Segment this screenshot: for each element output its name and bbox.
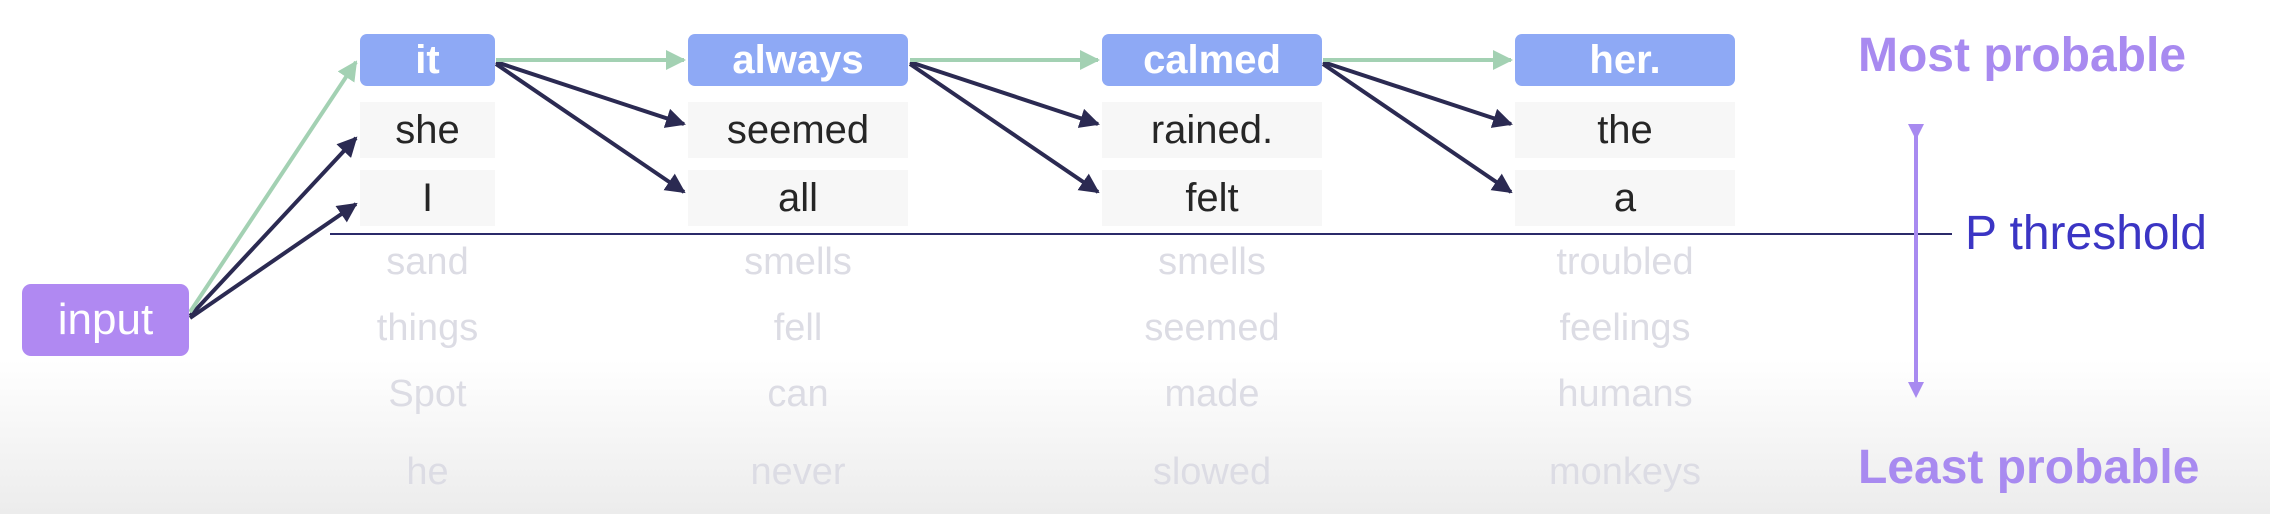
arrow-calmed-to-the	[1322, 60, 1513, 128]
arrow-input-to-I	[188, 202, 358, 320]
arrow-always-to-rained	[909, 60, 1100, 128]
candidate-token: all	[688, 170, 908, 226]
most-probable-label: Most probable	[1858, 29, 2187, 82]
arrow-it-to-all	[494, 62, 686, 194]
pruned-token: he	[406, 450, 449, 493]
column-1: it she I sand things Spot he	[360, 0, 495, 514]
candidate-token: seemed	[688, 102, 908, 158]
pruned-token: slowed	[1152, 450, 1272, 493]
candidate-token: the	[1515, 102, 1735, 158]
pruned-token: smells	[1158, 240, 1266, 283]
pruned-token: fell	[773, 306, 823, 349]
column-4: her. the a troubled feelings humans monk…	[1515, 0, 1735, 514]
column-3: calmed rained. felt smells seemed made s…	[1102, 0, 1322, 514]
column-2: always seemed all smells fell can never	[688, 0, 908, 514]
pruned-token: monkeys	[1548, 450, 1702, 493]
candidate-token: she	[360, 102, 495, 158]
pruned-token: made	[1164, 372, 1260, 415]
arrow-input-to-it	[188, 60, 358, 314]
pruned-token: sand	[386, 240, 469, 283]
pruned-token: can	[767, 372, 829, 415]
pruned-token: seemed	[1144, 306, 1280, 349]
pruned-token: feelings	[1559, 306, 1691, 349]
pruned-token: smells	[744, 240, 852, 283]
candidate-token: I	[360, 170, 495, 226]
input-box: input	[22, 284, 189, 356]
arrow-it-to-seemed	[495, 60, 686, 128]
pruned-token: troubled	[1556, 240, 1694, 283]
arrow-always-to-felt	[908, 62, 1100, 194]
p-threshold-label: P threshold	[1965, 207, 2207, 260]
candidate-token: a	[1515, 170, 1735, 226]
candidate-token: felt	[1102, 170, 1322, 226]
candidate-token: rained.	[1102, 102, 1322, 158]
selected-token-4: her.	[1515, 34, 1735, 86]
pruned-token: never	[750, 450, 846, 493]
selected-token-2: always	[688, 34, 908, 86]
pruned-token: Spot	[388, 372, 467, 415]
pruned-token: humans	[1557, 372, 1693, 415]
arrow-calmed-to-a	[1321, 62, 1513, 194]
selected-token-3: calmed	[1102, 34, 1322, 86]
selected-token-1: it	[360, 34, 495, 86]
arrow-input-to-she	[188, 136, 358, 318]
pruned-token: things	[376, 306, 479, 349]
least-probable-label: Least probable	[1858, 441, 2200, 494]
